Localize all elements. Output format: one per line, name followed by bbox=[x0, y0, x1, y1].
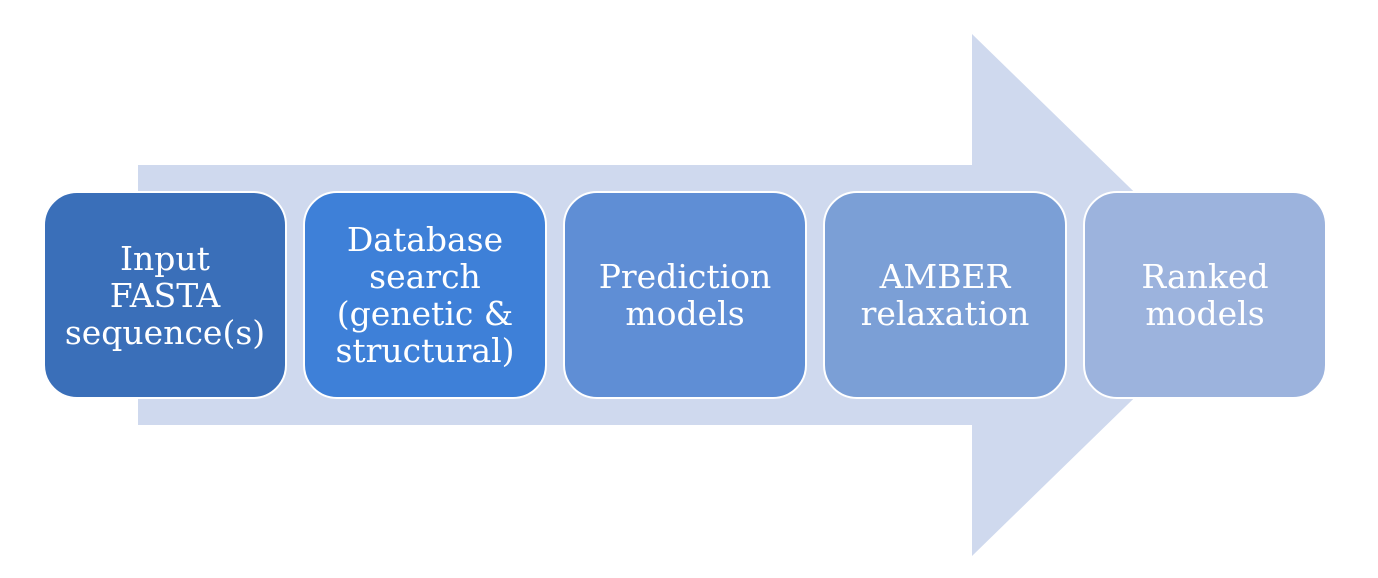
step-label: Database search (genetic & structural) bbox=[335, 220, 515, 370]
step-database-search: Database search (genetic & structural) bbox=[303, 191, 547, 399]
step-prediction-models: Prediction models bbox=[563, 191, 807, 399]
step-label: Ranked models bbox=[1141, 257, 1269, 333]
step-input-fasta: Input FASTA sequence(s) bbox=[43, 191, 287, 399]
step-amber-relaxation: AMBER relaxation bbox=[823, 191, 1067, 399]
step-label: Prediction models bbox=[598, 257, 772, 333]
step-label: Input FASTA sequence(s) bbox=[64, 238, 266, 352]
step-ranked-models: Ranked models bbox=[1083, 191, 1327, 399]
step-label: AMBER relaxation bbox=[860, 257, 1030, 333]
